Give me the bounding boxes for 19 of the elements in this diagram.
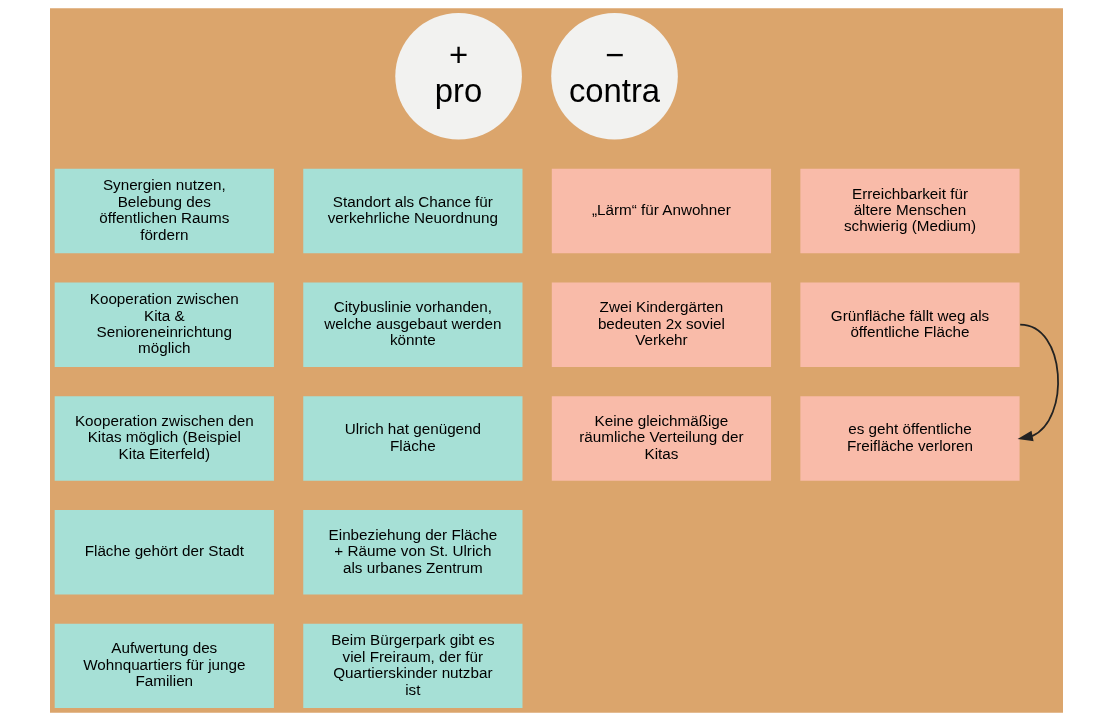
node-box: Aufwertung des Wohnquartiers für junge Familien	[54, 623, 274, 709]
node-box: Zwei Kindergärten bedeuten 2x soviel Verkehr	[551, 282, 771, 367]
node-circle: − contra	[550, 12, 678, 140]
node-box: Citybuslinie vorhanden, welche ausgebaut werden könnte	[302, 282, 522, 367]
node-box: es geht öffentliche Freifläche verloren	[799, 396, 1020, 481]
node-box: Synergien nutzen, Belebung des öffentlichen Raums fördern	[54, 168, 274, 254]
node-box: Einbeziehung der Fläche + Räume von St. Ulrich als urbanes Zentrum	[302, 510, 522, 595]
node-box: Kooperation zwischen den Kitas möglich (Beispiel Kita Eiterfeld)	[54, 396, 274, 481]
node-box: Grünfläche fällt weg als öffentliche Fläche	[799, 282, 1020, 367]
node-box: „Lärm“ für Anwohner	[551, 168, 771, 254]
node-box: Erreichbarkeit für ältere Menschen schwierig (Medium)	[799, 168, 1020, 254]
node-box: Standort als Chance für verkehrliche Neuordnung	[302, 168, 522, 254]
node-circle: + pro	[394, 12, 522, 140]
node-box: Kooperation zwischen Kita & Senioreneinrichtung möglich	[54, 282, 274, 367]
node-box: Keine gleichmäßige räumliche Verteilung der Kitas	[551, 396, 771, 481]
node-box: Ulrich hat genügend Fläche	[302, 396, 522, 481]
node-box: Fläche gehört der Stadt	[54, 510, 274, 595]
arrow	[1017, 323, 1059, 442]
node-box: Beim Bürgerpark gibt es viel Freiraum, der für Quartierskinder nutzbar ist	[302, 623, 522, 709]
